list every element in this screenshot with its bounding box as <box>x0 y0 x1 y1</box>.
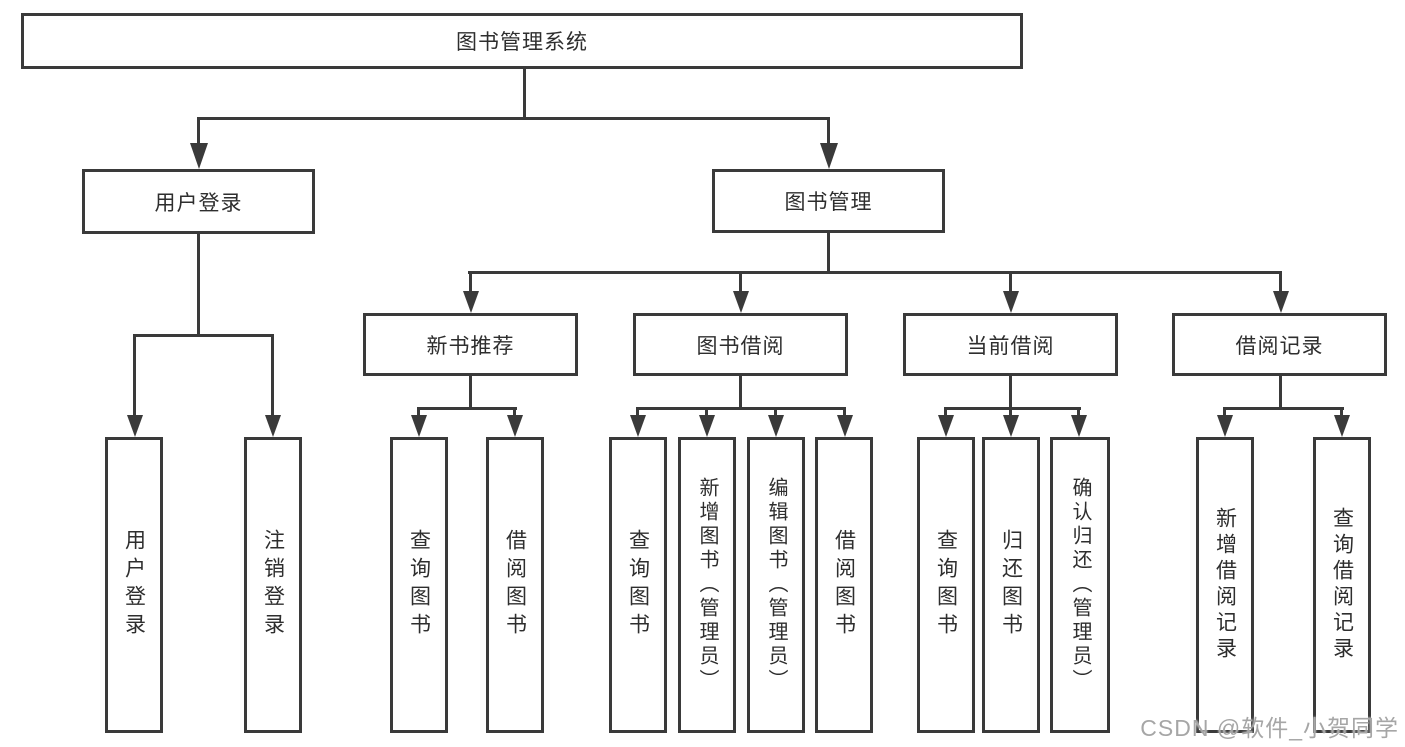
arrow-to-new-book-rec <box>469 271 472 291</box>
node-book-mgmt-label: 图书管理 <box>784 191 873 214</box>
node-borrow-records: 借阅记录 <box>1172 313 1387 376</box>
csdn-watermark: CSDN @软件_小贺同学 <box>1140 715 1399 741</box>
node-book-mgmt: 图书管理 <box>712 169 945 233</box>
leaf-return-book-label: 归还图书 <box>999 529 1023 641</box>
node-new-book-rec-label: 新书推荐 <box>426 334 515 358</box>
leaf-query-book-2-label: 查询图书 <box>626 529 650 641</box>
arrow-to-current-borrow <box>1009 271 1012 291</box>
arrow-to-leaf-user-login <box>133 335 136 415</box>
leaf-add-record: 新增借阅记录 <box>1196 437 1254 733</box>
leaf-borrow-book-1: 借阅图书 <box>486 437 544 733</box>
arrow-to-leaf-confirm-return <box>1077 408 1080 415</box>
leaf-edit-book-label: 编辑图书（管理员） <box>765 477 787 693</box>
node-current-borrow-label: 当前借阅 <box>966 334 1055 358</box>
arrow-to-user-login <box>197 117 200 143</box>
arrow-to-leaf-logout <box>271 335 274 415</box>
arrow-to-leaf-query-record <box>1340 408 1343 415</box>
leaf-query-book-3-label: 查询图书 <box>934 529 958 641</box>
arrow-to-leaf-borrow-book-1 <box>513 408 516 415</box>
leaf-confirm-return: 确认归还（管理员） <box>1050 437 1110 733</box>
leaf-return-book: 归还图书 <box>982 437 1040 733</box>
leaf-borrow-book-2: 借阅图书 <box>815 437 873 733</box>
node-current-borrow: 当前借阅 <box>903 313 1118 376</box>
connector-user-login-trunk <box>197 234 200 336</box>
connector-book-borrow-trunk <box>739 376 742 410</box>
leaf-add-book: 新增图书（管理员） <box>678 437 736 733</box>
node-root: 图书管理系统 <box>21 13 1023 69</box>
connector-book-borrow-bar <box>636 407 846 410</box>
leaf-add-book-label: 新增图书（管理员） <box>696 477 718 693</box>
leaf-query-record: 查询借阅记录 <box>1313 437 1371 733</box>
connector-new-book-rec-bar <box>417 407 517 410</box>
arrow-to-leaf-edit-book <box>774 408 777 415</box>
connector-level2-bar <box>468 271 1282 274</box>
connector-borrow-records-bar <box>1223 407 1344 410</box>
leaf-query-book-1: 查询图书 <box>390 437 448 733</box>
node-root-label: 图书管理系统 <box>456 31 588 54</box>
connector-user-login-bar <box>133 334 274 337</box>
node-user-login: 用户登录 <box>82 169 315 234</box>
leaf-query-book-3: 查询图书 <box>917 437 975 733</box>
leaf-add-record-label: 新增借阅记录 <box>1213 507 1237 663</box>
connector-current-borrow-trunk <box>1009 376 1012 410</box>
connector-borrow-records-trunk <box>1279 376 1282 410</box>
leaf-user-login-label: 用户登录 <box>122 529 146 641</box>
leaf-query-book-1-label: 查询图书 <box>407 529 431 641</box>
connector-book-mgmt-trunk <box>827 233 830 274</box>
arrow-to-leaf-return-book <box>1009 408 1012 415</box>
arrow-to-leaf-borrow-book-2 <box>843 408 846 415</box>
leaf-logout-label: 注销登录 <box>261 529 285 641</box>
leaf-confirm-return-label: 确认归还（管理员） <box>1069 477 1091 693</box>
leaf-edit-book: 编辑图书（管理员） <box>747 437 805 733</box>
arrow-to-leaf-add-book <box>705 408 708 415</box>
leaf-logout: 注销登录 <box>244 437 302 733</box>
leaf-borrow-book-1-label: 借阅图书 <box>503 529 527 641</box>
node-borrow-records-label: 借阅记录 <box>1235 334 1324 358</box>
arrow-to-book-borrow <box>739 271 742 291</box>
connector-root-trunk <box>523 69 526 118</box>
connector-level1-bar <box>197 117 830 120</box>
arrow-to-leaf-query-book-3 <box>944 408 947 415</box>
leaf-query-record-label: 查询借阅记录 <box>1330 507 1354 663</box>
leaf-borrow-book-2-label: 借阅图书 <box>832 529 856 641</box>
connector-current-borrow-bar <box>944 407 1081 410</box>
connector-new-book-rec-trunk <box>469 376 472 410</box>
leaf-user-login: 用户登录 <box>105 437 163 733</box>
arrow-to-borrow-records <box>1279 271 1282 291</box>
node-user-login-label: 用户登录 <box>154 191 243 215</box>
node-new-book-rec: 新书推荐 <box>363 313 578 376</box>
node-book-borrow: 图书借阅 <box>633 313 848 376</box>
arrow-to-leaf-add-record <box>1223 408 1226 415</box>
arrow-to-book-mgmt <box>827 117 830 143</box>
node-book-borrow-label: 图书借阅 <box>696 334 785 358</box>
arrow-to-leaf-query-book-2 <box>636 408 639 415</box>
arrow-to-leaf-query-book-1 <box>417 408 420 415</box>
leaf-query-book-2: 查询图书 <box>609 437 667 733</box>
